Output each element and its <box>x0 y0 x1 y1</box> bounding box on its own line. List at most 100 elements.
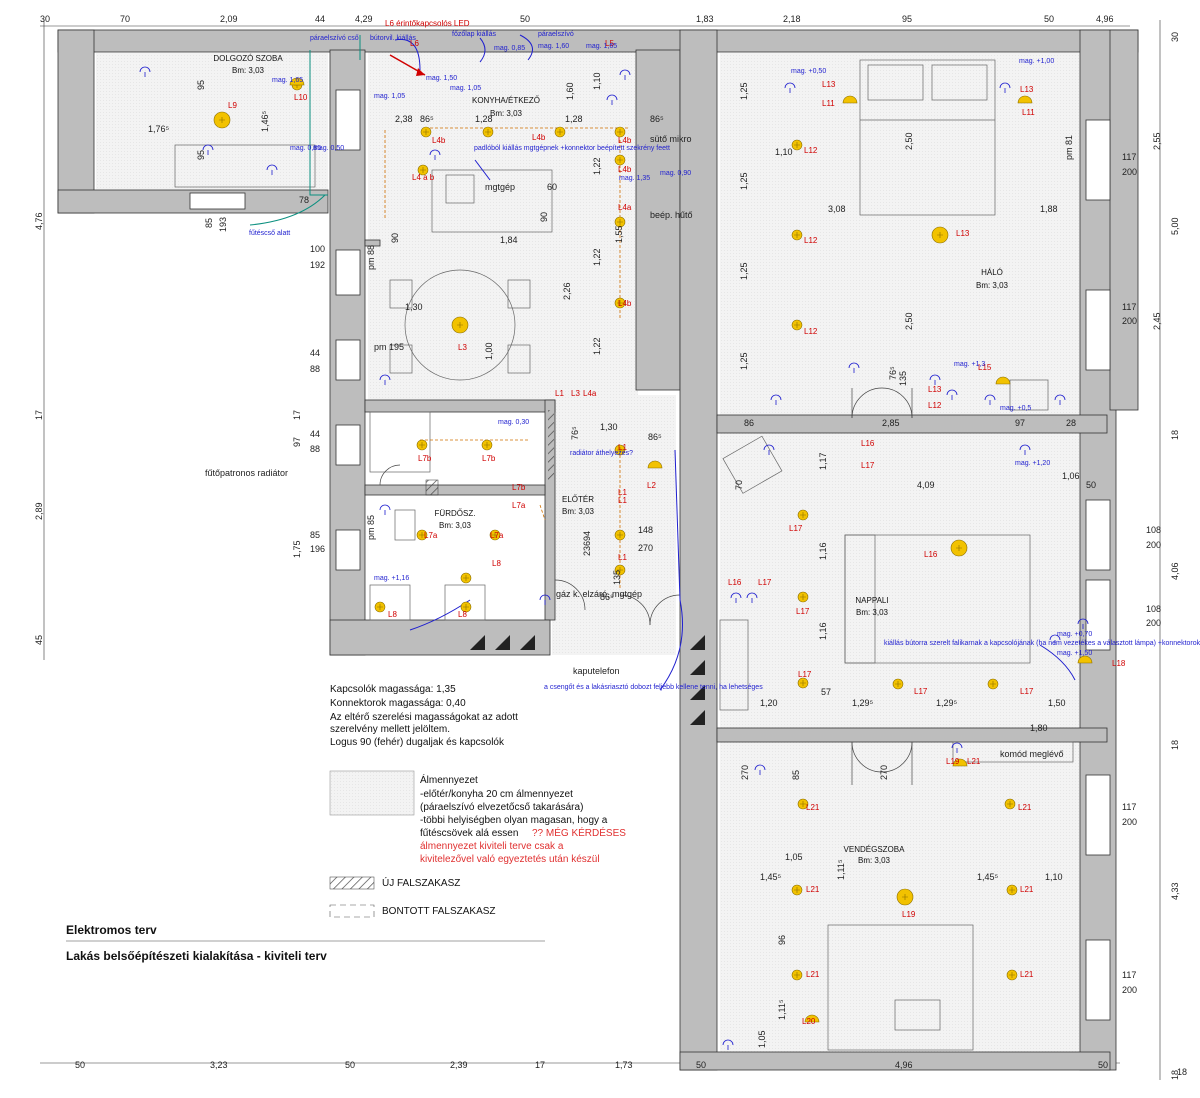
room-vendeg-height: Bm: 3,03 <box>858 856 891 865</box>
lamp-extra-label-8: L12 <box>928 401 942 410</box>
dim-top-8: 95 <box>902 14 912 24</box>
socket-icon <box>763 444 775 455</box>
mag-label-1: mag. 1,05 <box>374 93 405 100</box>
interior-dim-34: 2,50 <box>904 312 914 330</box>
legend-ceiling-line-1: -előtér/konyha 20 cm álmennyezet <box>420 789 573 800</box>
dim-right-12: 200 <box>1122 316 1137 326</box>
lamp-label-34: L21 <box>806 885 820 894</box>
interior-dim-36: 2,85 <box>882 418 900 428</box>
lamp-extra-label-16: L19 <box>946 757 960 766</box>
legend-ceiling-line-2: (páraelszívó elvezetőcső takarására) <box>420 802 583 813</box>
interior-dim-31: 3,08 <box>828 204 846 214</box>
dim-left-10: 88 <box>310 444 320 454</box>
lamp-extra-label-6: L15 <box>978 363 992 372</box>
dim-top-10: 4,96 <box>1096 14 1114 24</box>
ceiling-lamp-cross-icon <box>1009 887 1015 893</box>
lamp-extra-label-2: L13 <box>822 80 836 89</box>
lamp-extra-label-21: L7b <box>512 483 526 492</box>
note-fozolap: főzőlap kiállás <box>452 31 496 38</box>
dim-left-9: 44 <box>310 429 320 439</box>
socket-icon <box>379 374 391 385</box>
interior-dim-11: 1,10 <box>592 72 602 90</box>
socket-icon <box>722 1039 734 1050</box>
dim-bot-1: 3,23 <box>210 1060 228 1070</box>
mag-label-16: mag. +1,50 <box>1057 650 1092 657</box>
room-vendeg-name: VENDÉGSZOBA <box>844 845 906 854</box>
interior-dim-60: 1,05 <box>785 852 803 862</box>
room-konyha-name: KONYHA/ÉTKEZŐ <box>472 96 540 105</box>
dim-left-12: 196 <box>310 544 325 554</box>
socket-icon <box>929 374 941 385</box>
suspended-ceiling-areas <box>96 50 1100 1052</box>
ceiling-lamp-cross-icon <box>420 167 426 173</box>
interior-dim-3: 95 <box>196 150 206 160</box>
lamp-label-35: L21 <box>1020 885 1034 894</box>
interior-dim-16: 90 <box>390 233 400 243</box>
socket-icon <box>539 594 551 605</box>
furniture <box>174 59 1074 1051</box>
lamp-label-28: L17 <box>798 670 812 679</box>
lamp-label-24: L1 <box>618 553 627 562</box>
dim-bot-5: 1,73 <box>615 1060 633 1070</box>
lamp-label-6: L4b <box>618 165 632 174</box>
mag-label-14: mag. +1,16 <box>374 575 409 582</box>
note-futopatron: fűtőpatronos radiátor <box>205 468 288 478</box>
note-led-label: L6 érintőkapcsolós LED <box>385 19 470 28</box>
socket-icon <box>1077 618 1089 629</box>
interior-dim-74: 270 <box>879 765 889 780</box>
interior-dim-66: 1,11⁵ <box>777 999 787 1020</box>
ceiling-lamp-cross-icon <box>463 604 469 610</box>
dim-left-2: 2,89 <box>34 502 44 520</box>
wall-lamp-icon <box>952 758 968 767</box>
dim-bot-2: 50 <box>345 1060 355 1070</box>
legend-removed-wall-swatch <box>329 904 375 918</box>
note-kapu: kaputelefon <box>573 666 620 676</box>
interior-dim-2: 95 <box>196 80 206 90</box>
wall-lamp-icon <box>995 376 1011 385</box>
socket-icon <box>1019 444 1031 455</box>
interior-dim-18: 60 <box>547 182 557 192</box>
interior-dim-43: 70 <box>734 480 744 490</box>
lamp-extra-label-17: L21 <box>967 757 981 766</box>
legend-ceiling-red-2: kivitelezővel való egyeztetés után készü… <box>420 854 600 865</box>
wall-lamp-icon <box>647 460 663 469</box>
dim-right-14: 200 <box>1146 540 1161 550</box>
socket-icon <box>946 389 958 400</box>
note-kiallas: kiállás bútorra szerelt falikarnak a kap… <box>884 640 1200 647</box>
dim-left-5: 192 <box>310 260 325 270</box>
note-butorvil: bútorvil. kiállás <box>370 35 416 42</box>
interior-dim-9: 86⁵ <box>650 114 664 124</box>
lamp-label-0: L9 <box>228 101 237 110</box>
legend-ceiling-question: ?? MÉG KÉRDÉSES <box>532 826 626 839</box>
lighting-connection-lines <box>384 127 628 590</box>
note-mgtgep: mgtgép <box>485 182 515 192</box>
ceiling-lamp-cross-icon <box>484 442 490 448</box>
lamp-label-16: L7b <box>482 454 496 463</box>
dim-bot-8: 50 <box>1098 1060 1108 1070</box>
ceiling-lamp-cross-icon <box>557 129 563 135</box>
lamp-label-8: L4b <box>618 299 632 308</box>
socket-icon <box>139 66 151 77</box>
dim-bot-7: 4,96 <box>895 1060 913 1070</box>
dim-right-0: 2,55 <box>1152 132 1162 150</box>
ceiling-lamp-cross-icon <box>794 322 800 328</box>
lamp-extra-label-20: L4a <box>583 389 597 398</box>
lamp-extra-label-5: L11 <box>1022 108 1035 117</box>
interior-dim-73: 135 <box>898 371 908 386</box>
dim-right-19: 117 <box>1122 970 1136 980</box>
interior-dim-58: 270 <box>740 765 750 780</box>
lamp-extra-label-15: L18 <box>1112 659 1126 668</box>
note-1: Kapcsolók magassága: 1,35 <box>330 684 456 695</box>
wall-lamp-icon <box>289 77 305 86</box>
interior-dim-12: 1,22 <box>592 157 602 175</box>
lamp-extra-label-12: L17 <box>861 461 875 470</box>
interior-dim-52: 1,80 <box>1030 723 1048 733</box>
mag-label-7: mag. 0,85 <box>494 45 525 52</box>
dim-left-7: 88 <box>310 364 320 374</box>
interior-dim-41: 1,06 <box>1062 471 1080 481</box>
interior-dim-42: 50 <box>1086 480 1096 490</box>
room-halo-height: Bm: 3,03 <box>976 281 1009 290</box>
interior-dim-33: 2,50 <box>904 132 914 150</box>
wall-lamp-icon <box>1017 95 1033 104</box>
mag-label-0: mag. 1,65 <box>272 77 303 84</box>
